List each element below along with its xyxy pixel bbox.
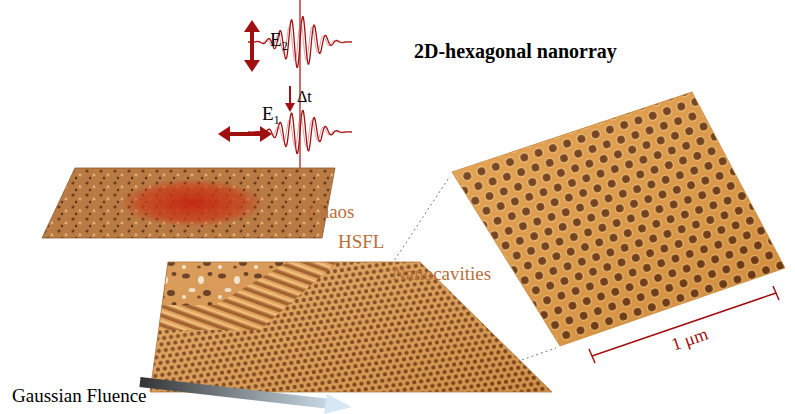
pulse-wave xyxy=(248,22,352,61)
polarization-arrow xyxy=(244,20,260,72)
pulse-wave xyxy=(248,17,352,68)
figure-title: 2D-hexagonal nanorray xyxy=(414,40,617,62)
sample-surface xyxy=(42,168,335,238)
nanoarray-outline xyxy=(452,92,785,346)
field-label: E₂ xyxy=(270,30,288,51)
field-label: E₁ xyxy=(262,104,280,125)
scale-label: 1 μm xyxy=(669,325,711,356)
region-label: Nanocavities xyxy=(392,264,491,285)
delay-arrow xyxy=(285,86,295,112)
delay-label: Δt xyxy=(297,88,312,106)
region-label: Chaos xyxy=(307,202,355,223)
polarization-arrow xyxy=(218,126,272,142)
fluence-arrow xyxy=(140,382,352,414)
axis-label: Gaussian Fluence xyxy=(12,386,147,407)
structured-surface-outline xyxy=(150,262,552,392)
region-label: HSFL xyxy=(338,232,384,253)
structured-surface xyxy=(140,255,560,400)
nanoarray-image xyxy=(440,85,795,355)
scale-bar xyxy=(589,286,779,363)
